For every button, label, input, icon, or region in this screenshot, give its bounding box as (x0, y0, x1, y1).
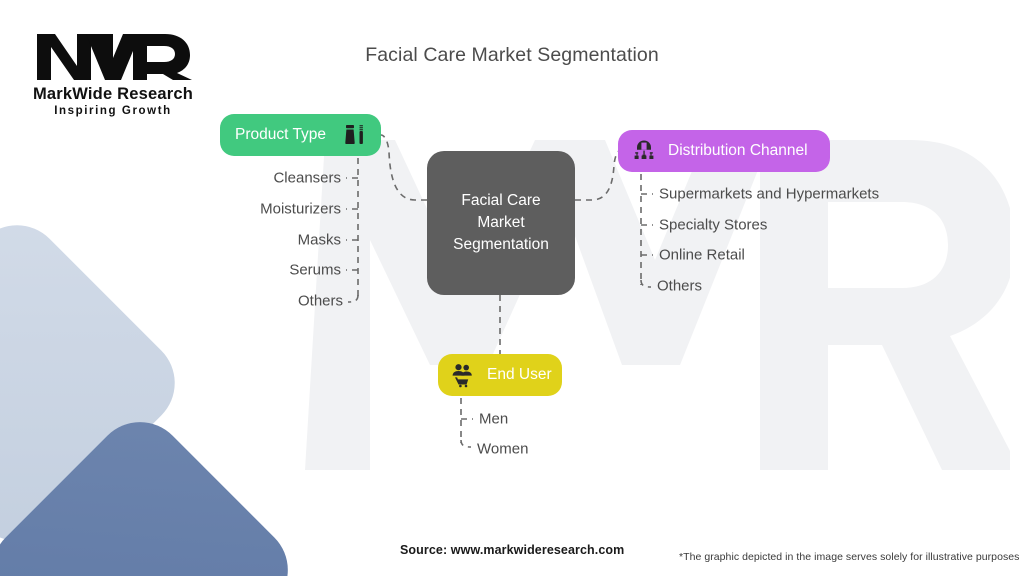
logo-tagline: Inspiring Growth (54, 105, 172, 117)
leaf-end-user-0: Men (479, 410, 509, 428)
distribution-network-icon (631, 138, 657, 164)
center-node-line1: Facial Care (461, 192, 541, 209)
center-node-line3: Segmentation (453, 236, 549, 253)
leaf-distribution-2: Online Retail (659, 246, 745, 264)
leaf-product-type-4: Others (297, 292, 343, 310)
leaf-distribution-0: Supermarkets and Hypermarkets (659, 185, 880, 203)
cosmetic-tube-brush-icon (342, 122, 368, 148)
center-node: Facial Care Market Segmentation (427, 151, 575, 295)
branch-label-product-type: Product Type (235, 126, 327, 143)
brand-logo: MarkWide Research Inspiring Growth (22, 28, 204, 117)
page-title: Facial Care Market Segmentation (365, 44, 659, 66)
shopper-people-icon (450, 362, 478, 388)
branch-node-distribution-channel[interactable]: Distribution Channel (618, 130, 830, 172)
link-center-distribution (575, 150, 620, 201)
center-node-text: Facial Care Market Segmentation (453, 190, 549, 256)
leaf-end-user-1: Women (477, 440, 529, 458)
link-center-product (380, 134, 427, 201)
branch-label-end-user: End User (487, 366, 552, 383)
leaf-product-type-3: Serums (289, 261, 341, 279)
leaf-distribution-3: Others (657, 277, 703, 295)
source-text: Source: www.markwideresearch.com (400, 543, 625, 557)
leaf-distribution-1: Specialty Stores (659, 216, 768, 234)
mwr-logo-icon (37, 34, 192, 80)
branch-label-distribution-channel: Distribution Channel (668, 142, 808, 159)
leaf-product-type-2: Masks (297, 231, 341, 249)
leaf-product-type-1: Moisturizers (260, 200, 341, 218)
leaf-product-type-0: Cleansers (273, 169, 341, 187)
center-node-line2: Market (477, 214, 525, 231)
branch-node-end-user[interactable]: End User (438, 354, 562, 396)
disclaimer-text: *The graphic depicted in the image serve… (679, 551, 1020, 563)
branch-node-product-type[interactable]: Product Type (220, 114, 381, 156)
logo-company-name: MarkWide Research (32, 85, 194, 103)
